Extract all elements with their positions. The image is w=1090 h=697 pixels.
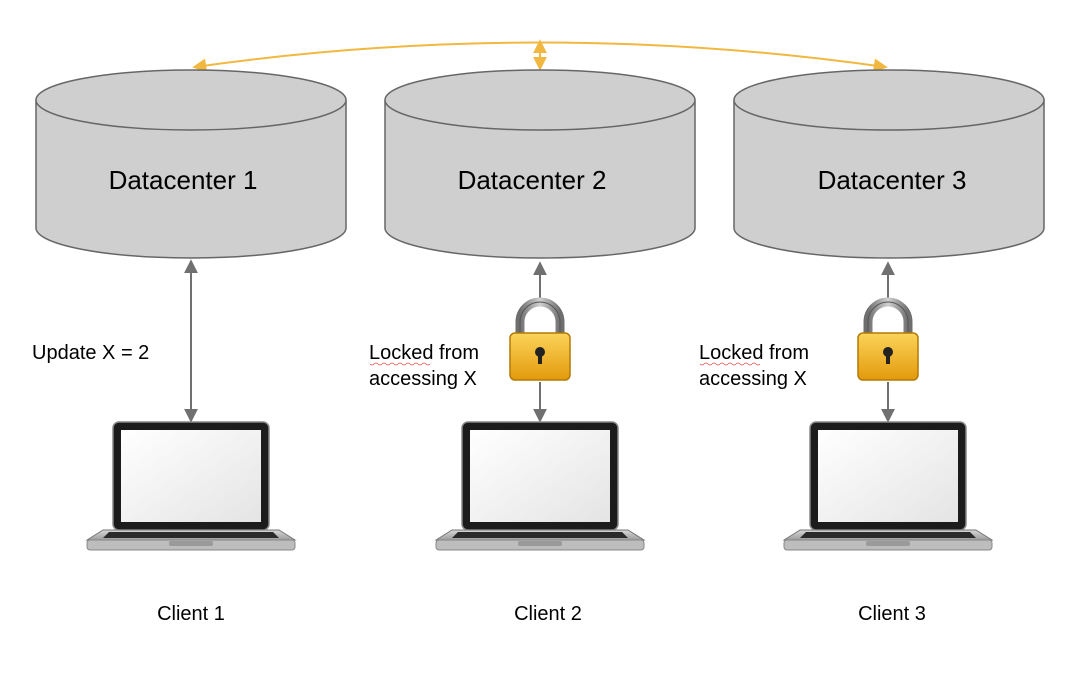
datacenter-label: Datacenter 2	[458, 165, 607, 195]
locked-annotation-3: Locked from accessing X	[699, 342, 809, 390]
laptop-icon	[85, 421, 297, 551]
client-label: Client 2	[514, 603, 582, 625]
spellcheck-underline	[369, 362, 431, 366]
replication-sync-arrows	[192, 39, 888, 73]
locked-annotation-line1: Locked from	[369, 342, 479, 364]
locked-annotation-line2: accessing X	[369, 368, 477, 390]
locked-annotation-line1: Locked from	[699, 342, 809, 364]
datacenter-1: Datacenter 1	[35, 69, 347, 259]
client-links	[184, 259, 895, 423]
laptop-icon	[434, 421, 646, 551]
datacenter-label: Datacenter 3	[818, 165, 967, 195]
datacenter-label: Datacenter 1	[109, 165, 258, 195]
padlock-icon	[857, 297, 919, 381]
laptop-icon	[782, 421, 994, 551]
database-cylinder-icon	[733, 69, 1045, 259]
spellcheck-underline	[699, 362, 761, 366]
database-cylinder-icon	[35, 69, 347, 259]
locked-annotation-line2: accessing X	[699, 368, 807, 390]
client-2: Client 2	[434, 421, 646, 625]
update-annotation: Update X = 2	[32, 342, 149, 364]
locked-annotation-2: Locked from accessing X	[369, 342, 479, 390]
padlock-icon	[509, 297, 571, 381]
client-label: Client 1	[157, 603, 225, 625]
datacenter-2: Datacenter 2	[384, 69, 696, 259]
client-label: Client 3	[858, 603, 926, 625]
datacenter-3: Datacenter 3	[733, 69, 1045, 259]
client-3: Client 3	[782, 421, 994, 625]
client-1: Client 1	[85, 421, 297, 625]
database-cylinder-icon	[384, 69, 696, 259]
